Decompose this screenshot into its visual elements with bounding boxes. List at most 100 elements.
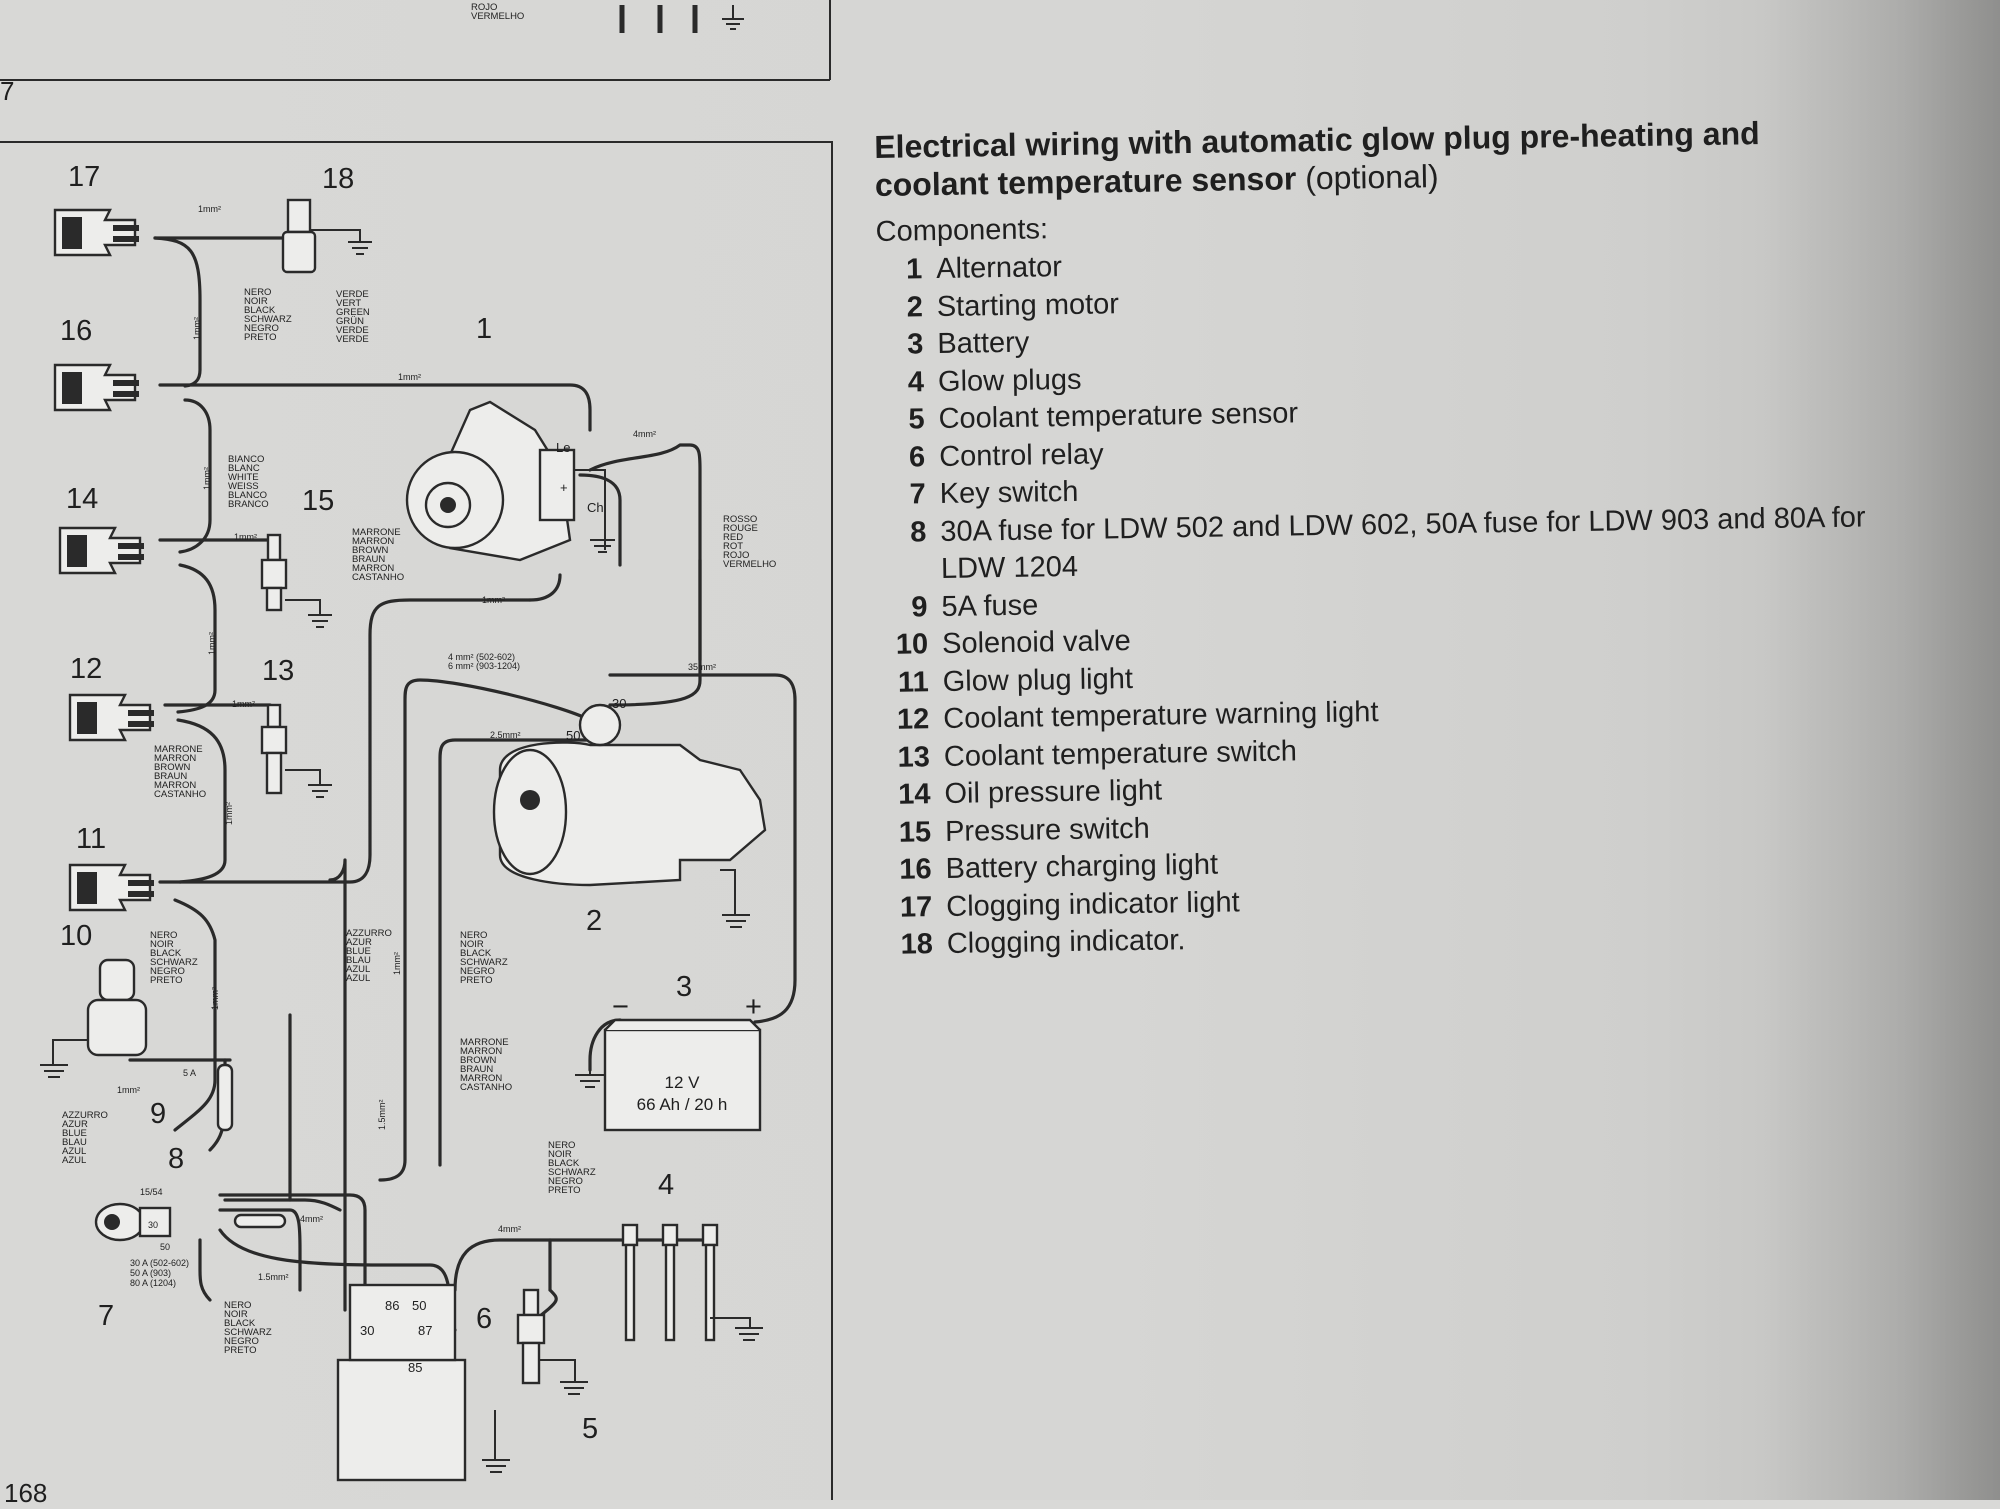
diagram-label: AZZURRO bbox=[62, 1110, 108, 1121]
diagram-label: BRANCO bbox=[228, 499, 269, 510]
diagram-label: VERDE bbox=[336, 289, 369, 300]
diagram-label: NEGRO bbox=[460, 966, 495, 977]
wire-red-starter bbox=[608, 558, 702, 707]
callout-1: 1 bbox=[476, 313, 492, 345]
diagram-label: BROWN bbox=[154, 762, 191, 773]
diagram-label: NEGRO bbox=[548, 1176, 583, 1187]
diagram-label: MARRON bbox=[352, 563, 394, 574]
diagram-label: BROWN bbox=[460, 1055, 497, 1066]
component-number: 5 bbox=[908, 403, 925, 436]
diagram-label: BLUE bbox=[346, 946, 371, 957]
color-label-azzurro-left: AZZURRO AZUR BLUE BLAU AZUL AZUL bbox=[62, 1110, 108, 1166]
component-number: 18 bbox=[900, 928, 934, 961]
coolant-temp-switch-13 bbox=[260, 703, 332, 798]
battery-plus: + bbox=[745, 991, 762, 1023]
wires bbox=[128, 220, 797, 1337]
wire-size-4: 1mm² bbox=[234, 532, 257, 542]
wire-size-9: 35mm² bbox=[688, 662, 716, 672]
diagram-label: BLUE bbox=[62, 1128, 87, 1139]
color-label-nero-key: NERO NOIR BLACK SCHWARZ NEGRO PRETO bbox=[224, 1300, 272, 1356]
wire-size-16: 1mm² bbox=[202, 467, 212, 490]
component-number: 1 bbox=[905, 253, 923, 286]
diagram-label: NOIR bbox=[150, 939, 174, 950]
wire-size-14: 1.5mm² bbox=[258, 1272, 289, 1282]
diagram-label: MARRON bbox=[352, 536, 394, 547]
component-number: 17 bbox=[899, 890, 933, 924]
key-fuse-note-1: 30 A (502-602) bbox=[130, 1258, 189, 1268]
page-number: 168 bbox=[4, 1478, 48, 1508]
callout-15: 15 bbox=[302, 485, 334, 517]
wire-size-18: 1mm² bbox=[224, 802, 234, 825]
diagram-label: PRETO bbox=[224, 1345, 257, 1356]
callout-7: 7 bbox=[98, 1300, 114, 1332]
diagram-label: ROJO bbox=[723, 550, 749, 561]
diagram-label: NERO bbox=[244, 287, 271, 298]
diagram-label: BRAUN bbox=[352, 554, 385, 565]
callout-numbers: 17 18 16 1 14 15 12 13 11 2 10 3 9 8 4 7… bbox=[60, 161, 692, 1445]
wire-16-alt bbox=[158, 383, 592, 432]
fuse-8 bbox=[233, 1213, 287, 1229]
callout-2: 2 bbox=[586, 905, 602, 937]
component-number: 7 bbox=[909, 478, 927, 511]
color-label-verde: VERDE VERT GREEN GRÜN VERDE VERDE bbox=[336, 289, 370, 345]
control-relay-6: 86 50 30 87 85 bbox=[336, 1283, 510, 1482]
wire-size-2: 1mm² bbox=[398, 372, 421, 382]
diagram-label: AZUL bbox=[346, 973, 370, 984]
component-number: 12 bbox=[896, 703, 930, 736]
component-number: 15 bbox=[898, 815, 932, 849]
callout-12: 12 bbox=[70, 653, 102, 685]
color-label-nero-18: NERO NOIR BLACK SCHWARZ NEGRO PRETO bbox=[244, 287, 292, 343]
component-number: 3 bbox=[907, 328, 924, 361]
callout-16: 16 bbox=[60, 315, 92, 347]
diagram-label: AZUL bbox=[62, 1155, 86, 1166]
lamp-17 bbox=[53, 208, 139, 257]
diagram-label: SCHWARZ bbox=[150, 957, 198, 968]
diagram-label: BLANC bbox=[228, 463, 260, 474]
diagram-label: NERO bbox=[548, 1140, 575, 1151]
fuse-9-5a: 5 A bbox=[183, 1063, 234, 1132]
diagram-label: WHITE bbox=[228, 472, 259, 483]
diagram-label: NEGRO bbox=[150, 966, 185, 977]
diagram-label: NOIR bbox=[548, 1149, 572, 1160]
fuse-5a-label: 5 A bbox=[183, 1068, 196, 1078]
key-terminal-30: 30 bbox=[148, 1220, 158, 1230]
diagram-label: SCHWARZ bbox=[244, 314, 292, 325]
starter-terminal-50: 50 bbox=[566, 728, 580, 743]
key-fuse-note-3: 80 A (1204) bbox=[130, 1278, 176, 1288]
diagram-label: MARRONE bbox=[352, 527, 401, 538]
component-number: 2 bbox=[906, 290, 924, 324]
callout-8: 8 bbox=[168, 1143, 184, 1175]
wire-11-start bbox=[158, 598, 532, 884]
callout-11: 11 bbox=[76, 823, 106, 855]
diagram-label: VERMELHO bbox=[723, 559, 776, 570]
key-terminal-50: 50 bbox=[160, 1242, 170, 1252]
diagram-label: CASTANHO bbox=[352, 572, 404, 583]
battery-minus: − bbox=[612, 991, 629, 1023]
diagram-label: PRETO bbox=[548, 1185, 581, 1196]
key-terminal-1554: 15/54 bbox=[140, 1187, 163, 1197]
battery-capacity: 66 Ah / 20 h bbox=[637, 1095, 728, 1114]
component-number: 9 bbox=[911, 590, 928, 623]
diagram-label: ROSSO bbox=[723, 514, 757, 525]
diagram-label: GRÜN bbox=[336, 316, 364, 327]
battery-voltage: 12 V bbox=[665, 1073, 701, 1092]
color-label-bianco: BIANCO BLANC WHITE WEISS BLANCO BRANCO bbox=[228, 454, 269, 510]
diagram-label: MARRONE bbox=[154, 744, 203, 755]
diagram-label: AZUR bbox=[62, 1119, 88, 1130]
diagram-label: AZUR bbox=[346, 937, 372, 948]
wire-size-10: 2.5mm² bbox=[490, 730, 521, 740]
diagram-label: BRAUN bbox=[154, 771, 187, 782]
top-color-label-1: ROJO bbox=[471, 2, 497, 13]
component-number: 13 bbox=[897, 740, 931, 774]
diagram-label: NERO bbox=[224, 1300, 251, 1311]
callout-14: 14 bbox=[66, 483, 98, 515]
color-label-marrone-alt: MARRONE MARRON BROWN BRAUN MARRON CASTAN… bbox=[352, 527, 404, 583]
diagram-label: NERO bbox=[150, 930, 177, 941]
component-number: 14 bbox=[897, 778, 931, 811]
relay-terminal-87: 87 bbox=[418, 1323, 432, 1338]
relay-terminal-30: 30 bbox=[360, 1323, 374, 1338]
starter-terminal-30: 30 bbox=[612, 696, 626, 711]
diagram-label: BLACK bbox=[548, 1158, 580, 1169]
